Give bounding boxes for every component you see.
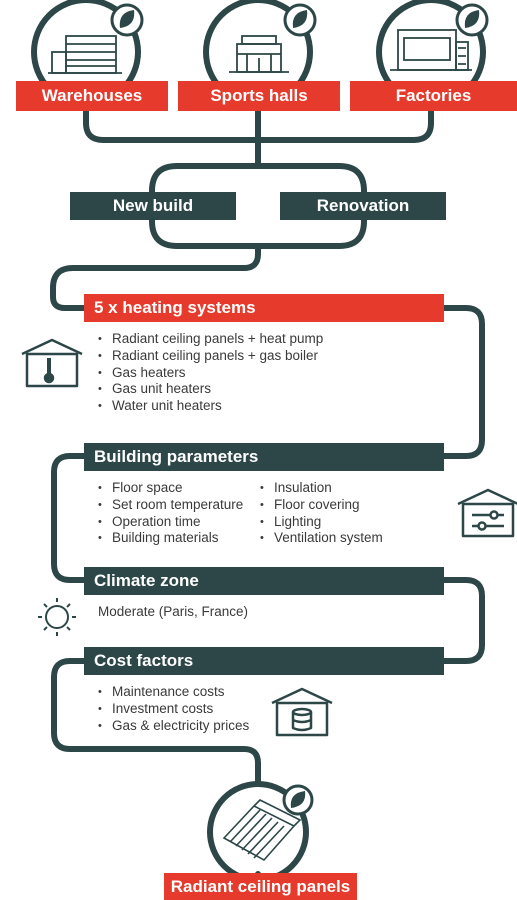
- cost-factors-list: Maintenance costs Investment costs Gas &…: [96, 684, 249, 734]
- list-item: Gas unit heaters: [96, 381, 323, 398]
- connector-2: [437, 305, 485, 459]
- sun-icon: [38, 598, 76, 636]
- category-warehouses: Warehouses: [16, 81, 168, 111]
- building-parameters-list-right: Insulation Floor covering Lighting Venti…: [258, 480, 383, 547]
- climate-zone-text: Moderate (Paris, France): [98, 604, 249, 619]
- leaf-icon: [119, 10, 135, 28]
- category-factories: Factories: [350, 81, 517, 111]
- list-item: Lighting: [258, 514, 383, 531]
- list-item: Radiant ceiling panels + heat pump: [96, 331, 323, 348]
- list-item: Ventilation system: [258, 530, 383, 547]
- connector-1: [50, 243, 261, 311]
- leaf-icon: [290, 791, 306, 808]
- list-item: Building materials: [96, 530, 243, 547]
- factory-building-icon: [390, 29, 472, 71]
- house-thermometer-icon: [21, 338, 83, 388]
- connector-3: [51, 453, 91, 583]
- heating-systems-list: Radiant ceiling panels + heat pump Radia…: [96, 331, 323, 415]
- result-radiant-ceiling-panels: Radiant ceiling panels: [164, 873, 357, 900]
- list-item: Insulation: [258, 480, 383, 497]
- leaf-icon: [292, 10, 308, 28]
- section-title-cost-factors: Cost factors: [84, 647, 444, 675]
- list-item: Water unit heaters: [96, 398, 323, 415]
- list-item: Set room temperature: [96, 497, 243, 514]
- top-connector: [83, 107, 434, 169]
- list-item: Gas & electricity prices: [96, 718, 249, 735]
- section-title-building-parameters: Building parameters: [84, 443, 444, 471]
- building-parameters-list-left: Floor space Set room temperature Operati…: [96, 480, 243, 547]
- list-item: Floor covering: [258, 497, 383, 514]
- house-sliders-icon: [457, 488, 517, 538]
- leaf-icon: [464, 10, 480, 28]
- connector-5: [51, 658, 261, 787]
- list-item: Maintenance costs: [96, 684, 249, 701]
- radiant-panel-icon: [222, 799, 302, 862]
- list-item: Investment costs: [96, 701, 249, 718]
- section-title-heating-systems: 5 x heating systems: [84, 294, 444, 322]
- build-type-new-build: New build: [70, 192, 236, 220]
- category-sports-halls: Sports halls: [178, 81, 340, 111]
- connector-4: [437, 577, 485, 664]
- house-coins-icon: [271, 687, 333, 737]
- list-item: Gas heaters: [96, 365, 323, 382]
- build-type-renovation: Renovation: [280, 192, 446, 220]
- list-item: Operation time: [96, 514, 243, 531]
- warehouse-building-icon: [48, 35, 122, 74]
- list-item: Radiant ceiling panels + gas boiler: [96, 348, 323, 365]
- list-item: Floor space: [96, 480, 243, 497]
- section-title-climate-zone: Climate zone: [84, 567, 444, 595]
- sports-hall-building-icon: [229, 35, 289, 73]
